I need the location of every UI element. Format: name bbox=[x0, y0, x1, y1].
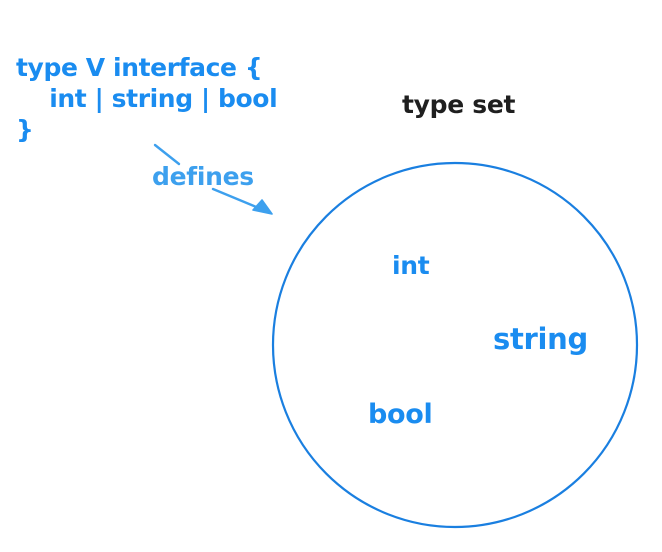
code-line-3: } bbox=[16, 115, 34, 144]
go-interface-code: type V interface { int | string | bool } bbox=[16, 52, 278, 145]
type-set-member-int: int bbox=[392, 251, 430, 280]
type-set-member-bool: bool bbox=[368, 399, 433, 430]
defines-annotation-label: defines bbox=[152, 162, 254, 191]
type-set-heading: type set bbox=[402, 90, 516, 119]
code-line-1: type V interface { bbox=[16, 53, 263, 82]
defines-arrow-shaft bbox=[211, 187, 268, 213]
code-line-2: int | string | bool bbox=[16, 84, 278, 113]
defines-arrow-head bbox=[252, 199, 273, 215]
type-set-member-string: string bbox=[493, 322, 588, 356]
